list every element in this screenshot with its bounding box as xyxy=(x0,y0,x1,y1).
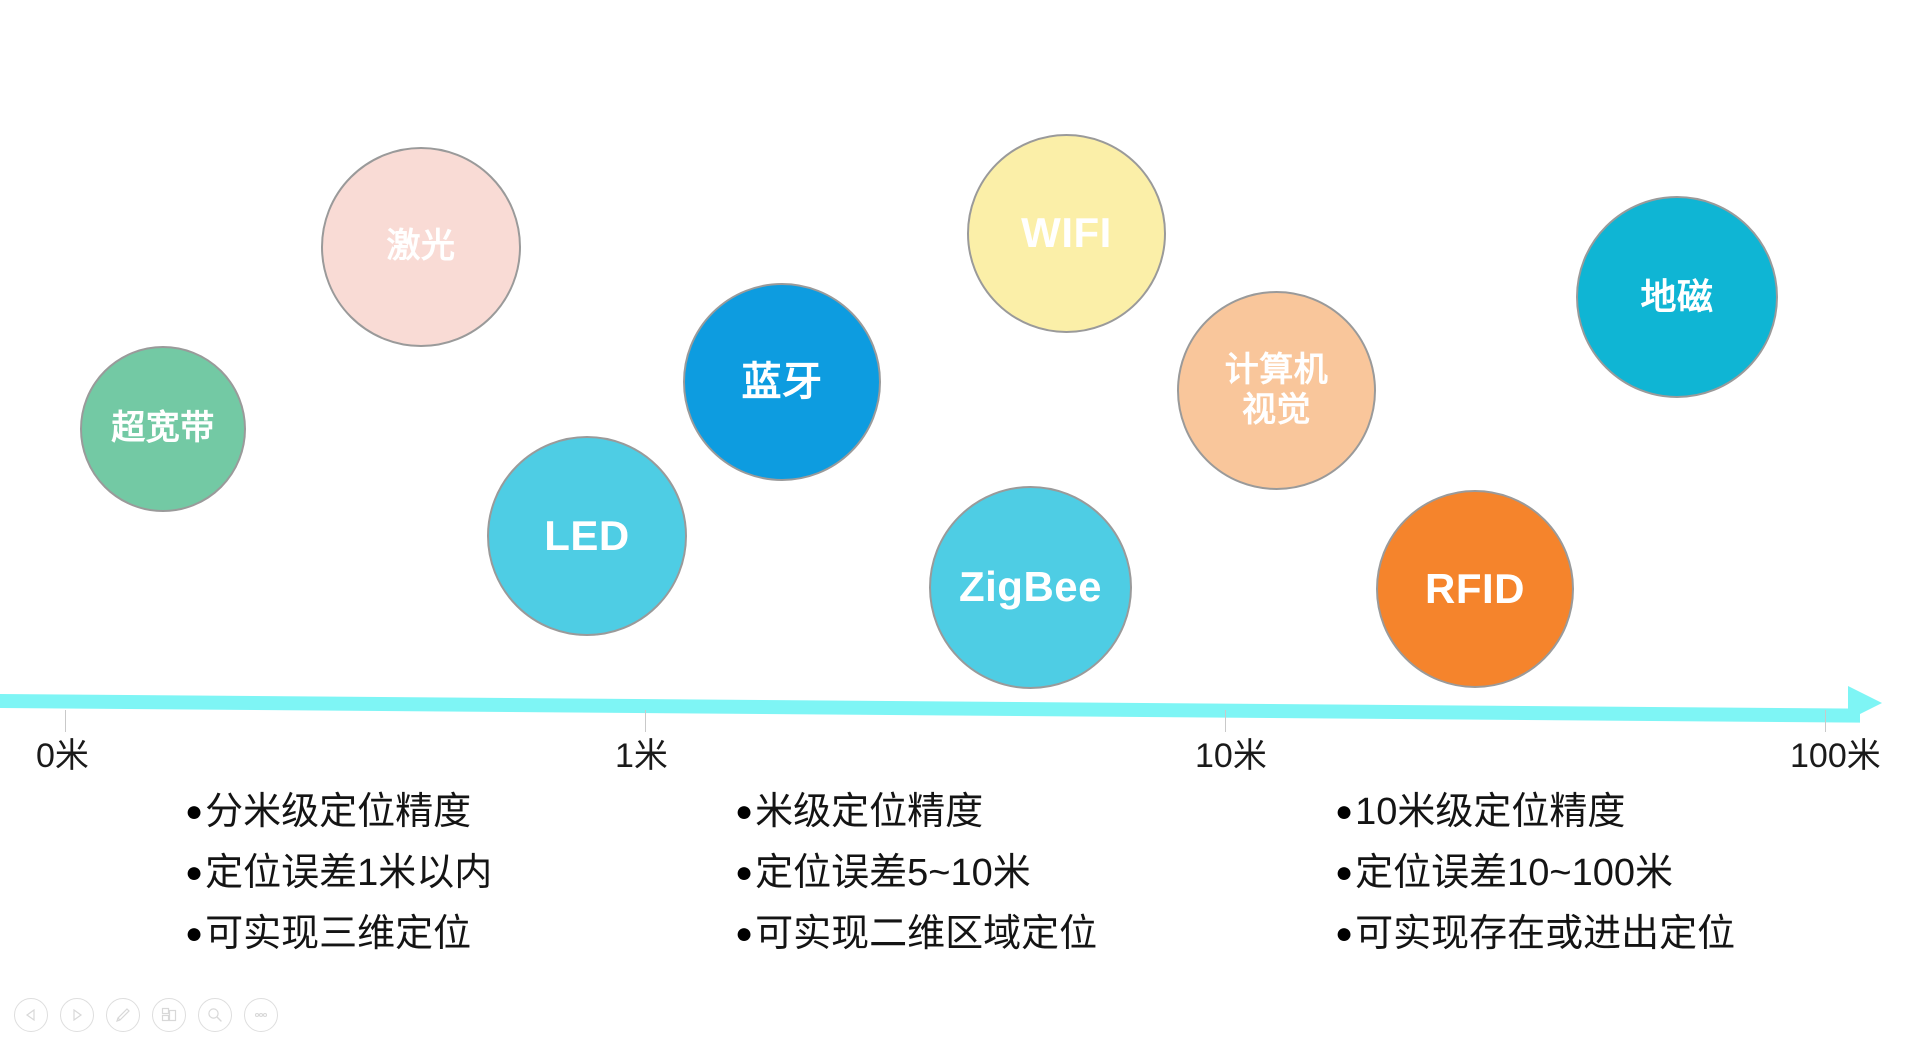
bullet-dot-icon: ● xyxy=(1335,855,1354,889)
bullet-text: 可实现二维区域定位 xyxy=(755,912,1098,955)
bullet-text: 定位误差10~100米 xyxy=(1355,851,1673,894)
bullet-dot-icon: ● xyxy=(185,795,204,828)
bullet-text: 10米级定位精度 xyxy=(1355,791,1626,833)
axis-tick xyxy=(645,710,646,732)
ellipsis-icon xyxy=(254,1012,268,1018)
magnifier-icon xyxy=(208,1008,222,1022)
pen-button[interactable] xyxy=(106,998,140,1032)
bullet-item: ●可实现二维区域定位 xyxy=(735,912,1097,957)
bullet-column-1: ●分米级定位精度●定位误差1米以内●可实现三维定位 xyxy=(185,790,492,972)
bullet-text: 定位误差5~10米 xyxy=(755,851,1031,894)
bubble-label: WIFI xyxy=(1021,209,1112,257)
bubble-1[interactable]: 超宽带 xyxy=(80,346,246,512)
bullet-item: ●可实现存在或进出定位 xyxy=(1335,912,1735,957)
measurement-axis xyxy=(0,686,1913,732)
bullet-text: 分米级定位精度 xyxy=(205,791,472,833)
triangle-right-icon xyxy=(73,1008,83,1022)
bullet-item: ●可实现三维定位 xyxy=(185,912,492,957)
axis-tick xyxy=(65,710,66,732)
bubble-label: 激光 xyxy=(386,227,456,266)
bubble-8[interactable]: RFID xyxy=(1376,490,1574,688)
axis-tick-label: 10米 xyxy=(1195,737,1267,775)
bullet-item: ●米级定位精度 xyxy=(735,790,1097,835)
axis-tick xyxy=(1225,710,1226,732)
axis-tick-label: 100米 xyxy=(1790,737,1881,775)
bubble-label: 计算机 视觉 xyxy=(1224,351,1329,429)
bullet-dot-icon: ● xyxy=(735,916,754,950)
bullet-item: ●定位误差1米以内 xyxy=(185,851,492,896)
layout-button[interactable] xyxy=(152,998,186,1032)
bullet-dot-icon: ● xyxy=(185,855,204,889)
bullet-dot-icon: ● xyxy=(735,855,754,889)
more-options-button[interactable] xyxy=(244,998,278,1032)
bullet-dot-icon: ● xyxy=(1335,795,1354,828)
triangle-left-icon xyxy=(25,1008,35,1022)
bullet-item: ●定位误差10~100米 xyxy=(1335,851,1735,896)
pen-icon xyxy=(116,1008,130,1022)
bubble-label: RFID xyxy=(1425,564,1525,612)
zoom-button[interactable] xyxy=(198,998,232,1032)
bubble-9[interactable]: 地磁 xyxy=(1576,196,1778,398)
bubble-5[interactable]: ZigBee xyxy=(929,486,1132,689)
bullet-columns: ●分米级定位精度●定位误差1米以内●可实现三维定位●米级定位精度●定位误差5~1… xyxy=(0,790,1913,980)
bullet-text: 可实现三维定位 xyxy=(205,912,472,955)
bullet-column-2: ●米级定位精度●定位误差5~10米●可实现二维区域定位 xyxy=(735,790,1097,972)
axis-arrowhead-icon xyxy=(1848,686,1882,720)
bubble-2[interactable]: 激光 xyxy=(321,147,521,347)
bullet-item: ●10米级定位精度 xyxy=(1335,790,1735,835)
bubble-7[interactable]: 计算机 视觉 xyxy=(1177,291,1376,490)
previous-slide-button[interactable] xyxy=(14,998,48,1032)
bullet-text: 定位误差1米以内 xyxy=(205,851,493,894)
bullet-dot-icon: ● xyxy=(185,916,204,950)
axis-line xyxy=(0,694,1860,723)
bullet-item: ●分米级定位精度 xyxy=(185,790,492,835)
bubble-label: LED xyxy=(544,511,630,559)
axis-tick-label: 0米 xyxy=(36,737,89,775)
bullet-item: ●定位误差5~10米 xyxy=(735,851,1097,896)
bubble-label: 超宽带 xyxy=(111,409,215,448)
bubble-label: ZigBee xyxy=(958,563,1103,611)
bubble-4[interactable]: 蓝牙 xyxy=(683,283,881,481)
slideshow-toolbar[interactable] xyxy=(14,998,278,1032)
bubble-label: 蓝牙 xyxy=(741,360,823,404)
bullet-column-3: ●10米级定位精度●定位误差10~100米●可实现存在或进出定位 xyxy=(1335,790,1735,972)
bullet-dot-icon: ● xyxy=(735,795,754,828)
bubble-3[interactable]: LED xyxy=(487,436,687,636)
axis-tick xyxy=(1825,710,1826,732)
grid-icon xyxy=(161,1007,177,1022)
bullet-text: 可实现存在或进出定位 xyxy=(1355,912,1736,955)
axis-tick-label: 1米 xyxy=(615,737,668,775)
bullet-dot-icon: ● xyxy=(1335,916,1354,950)
bubble-6[interactable]: WIFI xyxy=(967,134,1166,333)
bullet-text: 米级定位精度 xyxy=(755,791,984,833)
bubble-label: 地磁 xyxy=(1640,276,1714,318)
next-slide-button[interactable] xyxy=(60,998,94,1032)
